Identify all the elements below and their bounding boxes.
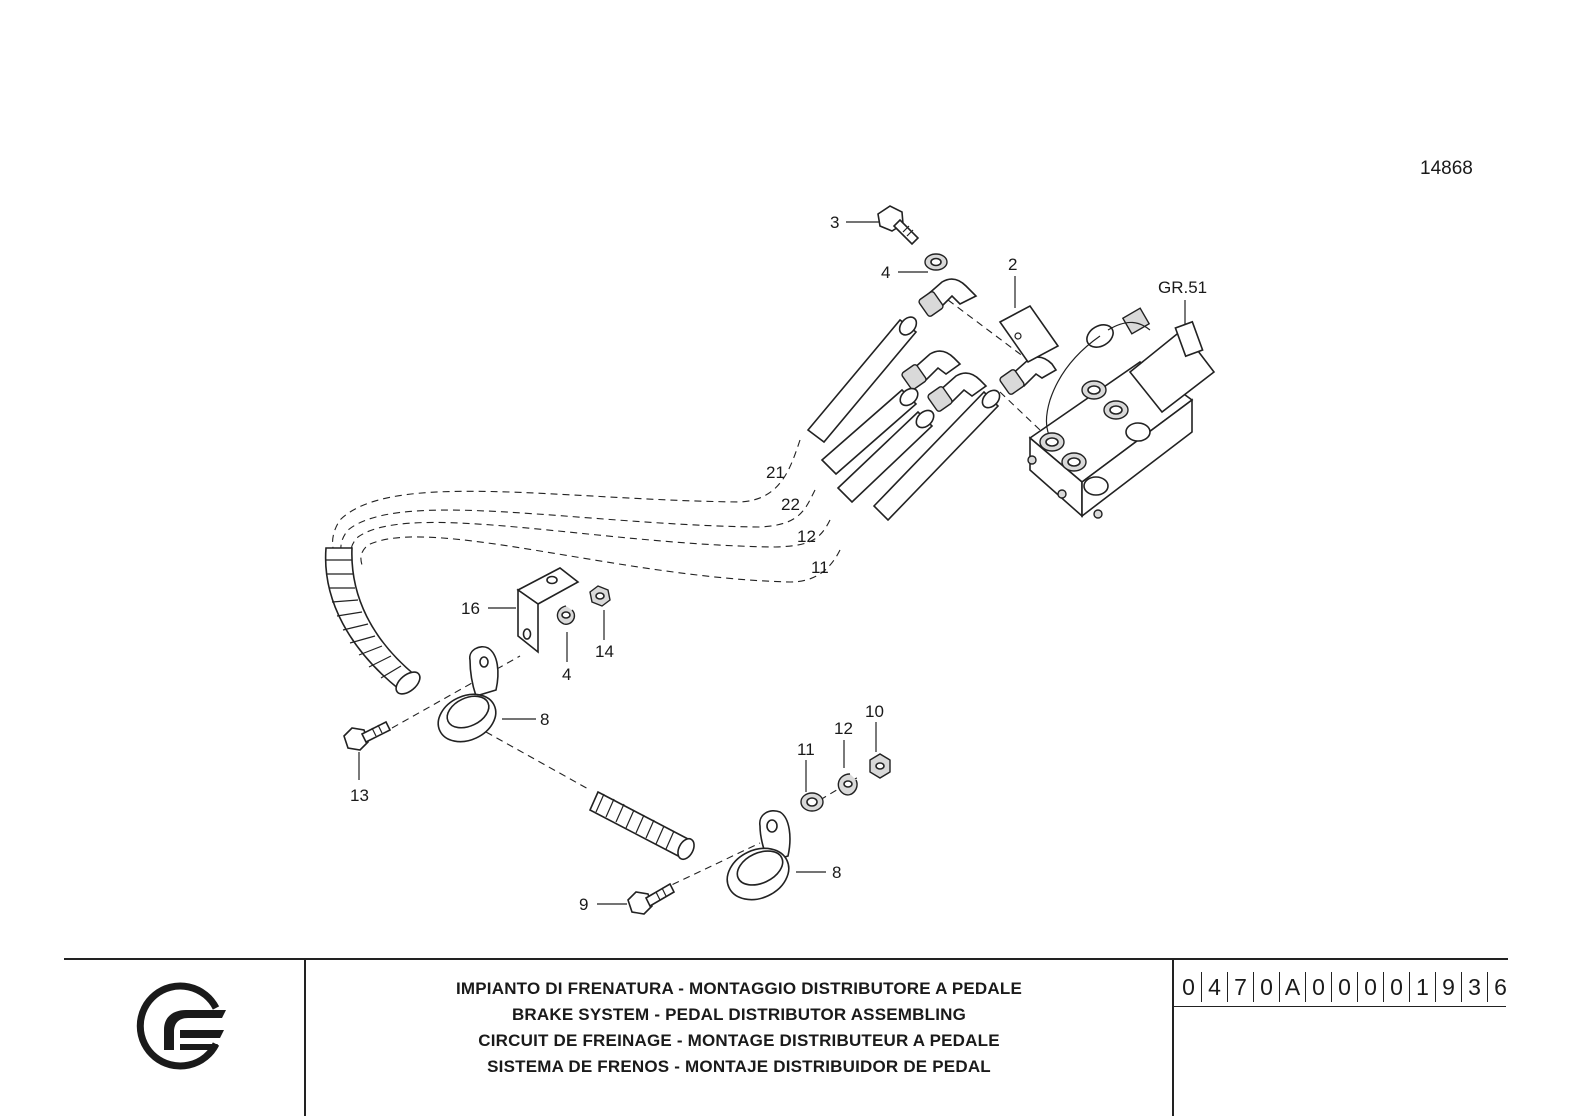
elbow-fittings <box>901 278 1058 412</box>
lock-washer-12 <box>837 773 858 796</box>
code-underline <box>1174 1006 1506 1007</box>
callout-8-lower: 8 <box>832 863 841 882</box>
clamp-8-lower <box>726 810 791 901</box>
callout-10: 10 <box>865 702 884 721</box>
nut-10 <box>869 753 891 779</box>
hose-pipes <box>806 316 1001 522</box>
bracket-16 <box>516 567 580 654</box>
code-char: 6 <box>1494 974 1507 1000</box>
callout-8-upper: 8 <box>540 710 549 729</box>
nut-14 <box>589 585 611 607</box>
callout-9: 9 <box>579 895 588 914</box>
callout-12-washer: 12 <box>834 719 853 738</box>
leader-lines <box>358 221 1186 905</box>
pedal-distributor-valve <box>1027 307 1216 519</box>
title-italian: IMPIANTO DI FRENATURA - MONTAGGIO DISTRI… <box>455 979 1022 998</box>
title-block-top-rule <box>64 958 1508 960</box>
title-french: CIRCUIT DE FREINAGE - MONTAGE DISTRIBUTE… <box>478 1031 1000 1050</box>
code-char: 1 <box>1410 972 1436 1002</box>
lock-washer-4 <box>556 605 576 625</box>
code-char: 0 <box>1254 972 1280 1002</box>
callout-14: 14 <box>595 642 614 661</box>
bolt-3 <box>877 205 920 246</box>
callout-4-mid: 4 <box>562 665 571 684</box>
corrugated-sleeve-lower <box>588 790 695 861</box>
callout-12-hose: 12 <box>797 527 816 546</box>
code-char: 0 <box>1358 972 1384 1002</box>
washer-11 <box>800 792 824 812</box>
company-logo-icon <box>136 982 226 1070</box>
plate-2 <box>998 304 1060 364</box>
bolt-9 <box>627 882 676 915</box>
title-english: BRAKE SYSTEM - PEDAL DISTRIBUTOR ASSEMBL… <box>511 1005 967 1024</box>
code-char: 7 <box>1228 972 1254 1002</box>
callout-11-hose: 11 <box>811 558 829 577</box>
callout-16: 16 <box>461 599 480 618</box>
code-char: A <box>1280 972 1306 1002</box>
callout-2: 2 <box>1008 255 1017 274</box>
code-char: 0 <box>1332 972 1358 1002</box>
title-spanish: SISTEMA DE FRENOS - MONTAJE DISTRIBUIDOR… <box>487 1057 991 1076</box>
bolt-13 <box>343 720 392 751</box>
callout-22: 22 <box>781 495 800 514</box>
callout-13: 13 <box>350 786 369 805</box>
title-block-divider-left <box>304 958 306 1116</box>
title-block-divider-right <box>1172 958 1174 1116</box>
code-char: 9 <box>1436 972 1462 1002</box>
code-char: 4 <box>1202 972 1228 1002</box>
drawing-reference-number: 14868 <box>1420 158 1473 179</box>
title-lines: IMPIANTO DI FRENATURA - MONTAGGIO DISTRI… <box>308 976 1170 1080</box>
code-char: 0 <box>1176 972 1202 1002</box>
exploded-parts-diagram: 3 4 2 GR.51 21 22 12 11 16 14 4 8 13 10 … <box>324 205 1216 915</box>
callout-4-top: 4 <box>881 263 890 282</box>
code-char: 3 <box>1462 972 1488 1002</box>
code-char: 0 <box>1384 972 1410 1002</box>
drawing-code: 0 4 7 0 A 0 0 0 0 1 9 3 6 <box>1176 972 1513 1002</box>
clamp-8-upper <box>437 645 499 743</box>
hose-routes <box>332 299 1041 901</box>
code-char: 0 <box>1306 972 1332 1002</box>
washer-4-top <box>924 253 948 271</box>
callout-11-washer: 11 <box>797 740 815 759</box>
title-block: IMPIANTO DI FRENATURA - MONTAGGIO DISTRI… <box>64 958 1508 1116</box>
corrugated-sleeve-upper <box>324 547 421 695</box>
callout-gr51: GR.51 <box>1158 278 1207 297</box>
callout-21: 21 <box>766 463 785 482</box>
callout-3: 3 <box>830 213 839 232</box>
